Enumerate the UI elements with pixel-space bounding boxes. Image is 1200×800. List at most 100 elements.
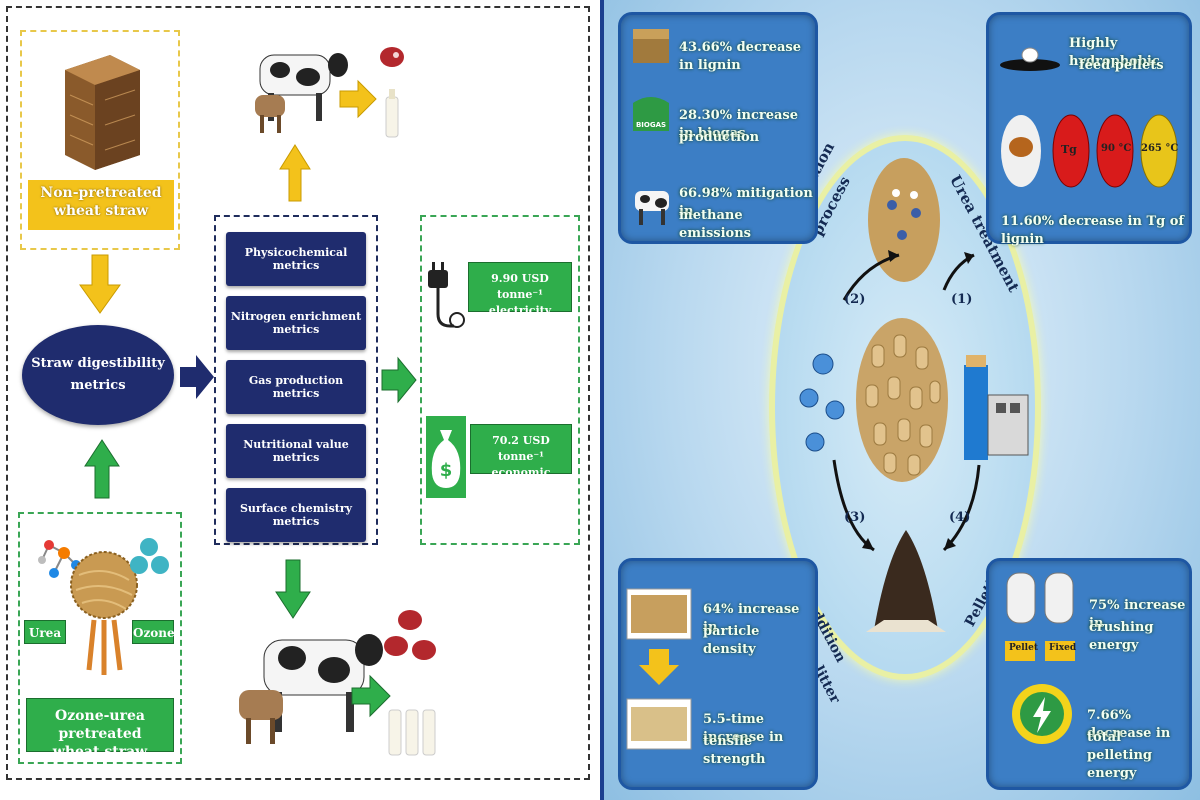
biogas-icon: BIOGAS	[633, 97, 669, 131]
water-droplet-icon	[1000, 47, 1060, 71]
cow-large-icon	[263, 634, 383, 732]
left-outer-frame	[6, 6, 590, 780]
hydrophobic-line1: Highly hydrophobic	[1069, 36, 1160, 69]
tensile-line2: tensile strength	[703, 734, 766, 767]
pellets-center-image	[856, 318, 948, 482]
metrics-frame	[214, 215, 378, 545]
top-right-stats: Highly hydrophobic feed pellets Tg 90 °C…	[986, 12, 1192, 247]
top-left-stats: BIOGAS 43.66% decrease in lignin 28.30% …	[618, 12, 818, 244]
temp-265-bulb-icon	[1140, 114, 1178, 188]
ozone-urea-label: Ozone-urea pretreated wheat straw	[26, 698, 174, 760]
crushing-test-icon	[1005, 572, 1075, 661]
biogas-stat-line1: 28.30% increase in biogas	[679, 108, 799, 141]
tensile-line1: 5.5-time increase in	[703, 712, 784, 745]
cows-top-illustration	[255, 47, 404, 138]
non-pretreated-line1: Non-pretreated	[40, 185, 162, 201]
crushing-line2: crushing energy	[1089, 620, 1154, 653]
milk-bottles-icon	[388, 709, 436, 756]
tg-label: Tg	[1061, 143, 1077, 156]
plug-icon	[428, 262, 465, 328]
ozone-urea-frame	[18, 512, 182, 764]
ozone-urea-line1: Ozone-urea pretreated	[55, 708, 145, 742]
left-panel: Non-pretreated wheat straw Straw digesti…	[6, 6, 590, 780]
green-up-arrow	[84, 439, 120, 499]
tg-bulb-icon	[1052, 114, 1090, 188]
cows-bottom-illustration	[239, 610, 436, 756]
bottom-right-stats: Pellet Fixed 75% increase in crushing en…	[986, 558, 1192, 790]
pelleting-energy-line1: 7.66% decrease in	[1087, 708, 1171, 741]
crushing-line1: 75% increase in	[1089, 598, 1186, 631]
yellow-down-arrow-small	[639, 649, 679, 685]
saving-line1: 70.2 USD tonne⁻¹	[492, 434, 550, 463]
non-pretreated-label: Non-pretreated wheat straw	[28, 180, 174, 230]
tg-thermometers	[1001, 114, 1178, 188]
density-line1: 64% increase in	[703, 602, 800, 635]
energy-cost-label: 9.90 USD tonne⁻¹ electricity energy cost	[468, 262, 572, 333]
straw-digestibility-node: Straw digestibility metrics	[22, 325, 174, 425]
digestibility-line2: metrics	[70, 378, 126, 393]
top-left-icons: BIOGAS	[633, 29, 669, 225]
step-1: (1)	[951, 292, 973, 307]
fixed-tag: Fixed	[1049, 643, 1077, 653]
lignin-stat: 43.66% decrease in lignin	[679, 40, 801, 73]
urea-molecule-icon	[38, 540, 81, 578]
step-3: (3)	[844, 510, 866, 525]
svg-text:BIOGAS: BIOGAS	[636, 121, 666, 129]
non-pretreated-frame	[20, 30, 180, 250]
temp1-label: 90 °C	[1101, 143, 1132, 154]
milk-bottle-icon	[385, 89, 399, 138]
metric-nitrogen: Nitrogen enrichment metrics	[226, 296, 366, 350]
pellet-density-images	[626, 588, 692, 750]
metric-surface-chemistry: Surface chemistry metrics	[226, 488, 366, 542]
svg-text:$: $	[440, 460, 453, 481]
right-panel: Ozonation process Urea treatment Broiler…	[600, 0, 1200, 800]
temp2-label: 265 °C	[1141, 143, 1179, 154]
green-down-arrow	[275, 559, 311, 619]
cow-small-icon	[635, 191, 669, 225]
saving-label: 70.2 USD tonne⁻¹ economic saving	[470, 424, 572, 495]
ozone-urea-illustration	[38, 538, 169, 675]
green-right-arrow	[381, 356, 417, 404]
density-line2: particle density	[703, 624, 760, 657]
tg-decrease-stat: 11.60% decrease in Tg of lignin	[1001, 214, 1184, 247]
navy-right-arrow	[180, 355, 214, 399]
calf-icon	[255, 95, 285, 133]
pelleting-energy-line2: total pelleting energy	[1087, 730, 1152, 781]
broiler-litter-image	[866, 530, 946, 632]
ozone-molecule-icon	[130, 538, 169, 574]
yellow-right-arrow	[339, 79, 377, 119]
metric-gas-production: Gas production metrics	[226, 360, 366, 414]
green-right-arrow-small	[351, 674, 391, 718]
straw-ball-icon	[70, 551, 138, 675]
methane-stat-line1: 66.98% mitigation in	[679, 186, 813, 219]
metric-nutritional: Nutritional value metrics	[226, 424, 366, 478]
ring-arrows	[832, 250, 981, 552]
non-pretreated-line2: wheat straw	[53, 203, 149, 219]
metric-physicochemical: Physicochemical metrics	[226, 232, 366, 286]
ozone-molecules-icon	[799, 353, 845, 452]
lignin-pellet-icon	[1001, 115, 1041, 187]
ozone-urea-line2: wheat straw	[52, 744, 148, 760]
ozone-tag: Ozone	[132, 620, 175, 644]
step-4: (4)	[949, 510, 971, 525]
urea-tag: Urea	[24, 620, 66, 644]
energy-badge-icon	[1012, 684, 1072, 744]
meat-group-icon	[384, 610, 436, 660]
meat-icon	[380, 47, 404, 67]
pellet-tag: Pellet	[1009, 643, 1038, 653]
cow-icon	[259, 53, 348, 121]
bottom-left-stats: 64% increase in particle density 5.5-tim…	[618, 558, 818, 790]
calf-large-icon	[239, 690, 283, 744]
temp-90-bulb-icon	[1096, 114, 1134, 188]
pellet-mill-icon	[964, 355, 1029, 460]
yellow-down-arrow	[79, 254, 121, 314]
energy-cost-line2: electricity energy cost	[484, 304, 556, 333]
hay-bale-image	[65, 55, 140, 170]
urea-straw-image	[868, 158, 940, 282]
saving-line2: economic saving	[491, 466, 551, 495]
methane-stat-line2: methane emissions	[679, 208, 751, 241]
economics-frame	[420, 215, 580, 545]
hydrophobic-line2: feed pellets	[1079, 58, 1164, 73]
biogas-stat-line2: production	[679, 130, 760, 145]
step-2: (2)	[844, 292, 866, 307]
